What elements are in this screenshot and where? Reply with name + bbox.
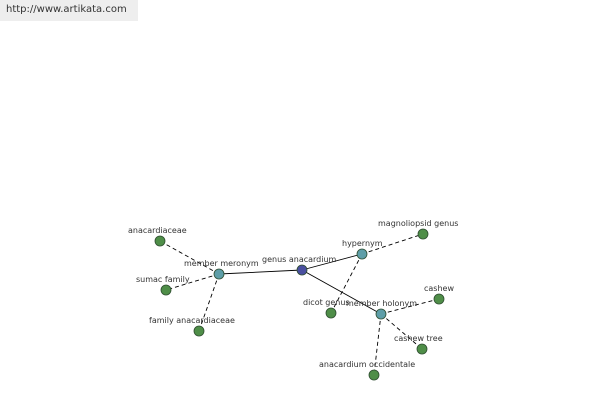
node-label-dicot-genus[interactable]: dicot genus xyxy=(303,298,350,307)
node-anacardiaceae[interactable] xyxy=(154,235,166,247)
url-text[interactable]: http://www.artikata.com xyxy=(6,4,127,15)
node-label-member-holonym[interactable]: member holonym xyxy=(346,299,417,308)
node-label-hypernym[interactable]: hypernym xyxy=(342,239,383,248)
edge-member-holonym-to-anacardium-occidentale xyxy=(373,313,382,376)
edges-layer xyxy=(159,233,440,376)
edge-hypernym-to-magnoliopsid-genus xyxy=(361,233,424,255)
node-label-genus-anacardium[interactable]: genus anacardium xyxy=(262,255,337,264)
node-label-member-meronym[interactable]: member meronym xyxy=(184,259,259,268)
node-label-sumac-family[interactable]: sumac family xyxy=(136,275,190,284)
node-anacardium-occidentale[interactable] xyxy=(368,369,380,381)
node-hypernym[interactable] xyxy=(356,248,368,260)
nodes-layer xyxy=(154,228,445,381)
url-bar[interactable]: http://www.artikata.com xyxy=(0,0,138,21)
node-cashew[interactable] xyxy=(433,293,445,305)
edge-genus-anacardium-to-member-holonym xyxy=(301,269,382,315)
node-member-meronym[interactable] xyxy=(213,268,225,280)
node-dicot-genus[interactable] xyxy=(325,307,337,319)
node-cashew-tree[interactable] xyxy=(416,343,428,355)
edge-member-meronym-to-family-anacardiaceae xyxy=(198,273,220,332)
node-label-anacardiaceae[interactable]: anacardiaceae xyxy=(128,226,187,235)
node-label-cashew[interactable]: cashew xyxy=(424,284,454,293)
edge-member-meronym-to-sumac-family xyxy=(165,273,220,291)
node-label-family-anacardiaceae[interactable]: family anacardiaceae xyxy=(149,316,235,325)
edge-member-holonym-to-cashew-tree xyxy=(380,313,423,350)
node-label-magnoliopsid-genus[interactable]: magnoliopsid genus xyxy=(378,219,458,228)
node-label-anacardium-occidentale[interactable]: anacardium occidentale xyxy=(319,360,415,369)
node-magnoliopsid-genus[interactable] xyxy=(417,228,429,240)
node-label-cashew-tree[interactable]: cashew tree xyxy=(394,334,443,343)
node-sumac-family[interactable] xyxy=(160,284,172,296)
node-genus-anacardium[interactable] xyxy=(296,264,308,276)
edge-genus-anacardium-to-member-meronym xyxy=(218,269,303,275)
edge-member-meronym-to-anacardiaceae xyxy=(159,240,220,275)
node-member-holonym[interactable] xyxy=(375,308,387,320)
edge-genus-anacardium-to-hypernym xyxy=(301,253,363,271)
edge-member-holonym-to-cashew xyxy=(380,298,440,315)
node-family-anacardiaceae[interactable] xyxy=(193,325,205,337)
